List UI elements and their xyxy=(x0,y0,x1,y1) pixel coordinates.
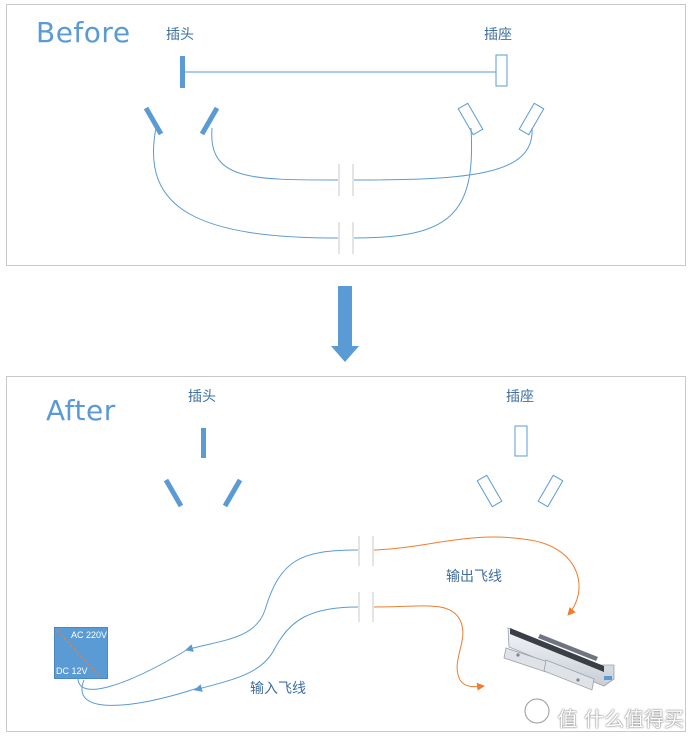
psu-input-wire-lower xyxy=(81,679,199,706)
power-supply-box: AC 220V DC 12V xyxy=(54,627,108,679)
after-socket-slot-right xyxy=(537,474,564,508)
before-wire-inner-right xyxy=(353,127,533,181)
before-wire-outer-right xyxy=(353,127,473,239)
before-socket-slot-right xyxy=(518,102,545,136)
before-wire-outer-left xyxy=(153,127,339,239)
after-plug-label: 插头 xyxy=(188,389,216,405)
before-plug-pin-right xyxy=(199,106,220,136)
after-break-upper xyxy=(358,536,374,566)
after-plug-pin-vertical xyxy=(201,428,206,458)
before-title: Before xyxy=(36,16,131,49)
watermark-logo-icon xyxy=(523,697,551,725)
after-wire-lower-blue xyxy=(194,606,359,692)
psu-dc-label: DC 12V xyxy=(56,666,88,676)
before-plug-label: 插头 xyxy=(166,27,194,43)
after-wire-upper-orange xyxy=(373,536,580,616)
watermark-text: 值 什么值得买 xyxy=(557,707,684,731)
after-socket-slot-vertical xyxy=(514,425,528,457)
before-socket-label: 插座 xyxy=(484,27,512,43)
input-wire-label: 输入飞线 xyxy=(250,681,306,697)
psu-divider xyxy=(56,629,100,677)
magnetic-lock-image xyxy=(503,627,615,691)
after-plug-pin-left xyxy=(163,478,184,508)
after-break-lower xyxy=(358,592,374,622)
before-wire-inner-left xyxy=(211,127,339,181)
after-wire-lower-orange xyxy=(373,605,485,691)
before-break-lower xyxy=(338,222,354,254)
before-socket-slot-vertical xyxy=(495,54,508,87)
after-title: After xyxy=(46,394,116,427)
after-socket-label: 插座 xyxy=(506,389,534,405)
psu-input-wire-upper xyxy=(77,647,191,690)
before-panel xyxy=(6,4,686,266)
output-wire-label: 输出飞线 xyxy=(446,569,502,585)
psu-ac-label: AC 220V xyxy=(71,630,108,640)
after-socket-slot-left xyxy=(476,474,503,508)
after-plug-pin-right xyxy=(222,478,243,508)
before-break-upper xyxy=(338,164,354,196)
before-plug-pin-vertical xyxy=(180,56,185,88)
before-socket-slot-left xyxy=(457,102,484,136)
after-wire-upper-blue xyxy=(185,549,359,652)
before-plug-pin-left xyxy=(143,106,164,136)
down-arrow xyxy=(331,286,359,362)
